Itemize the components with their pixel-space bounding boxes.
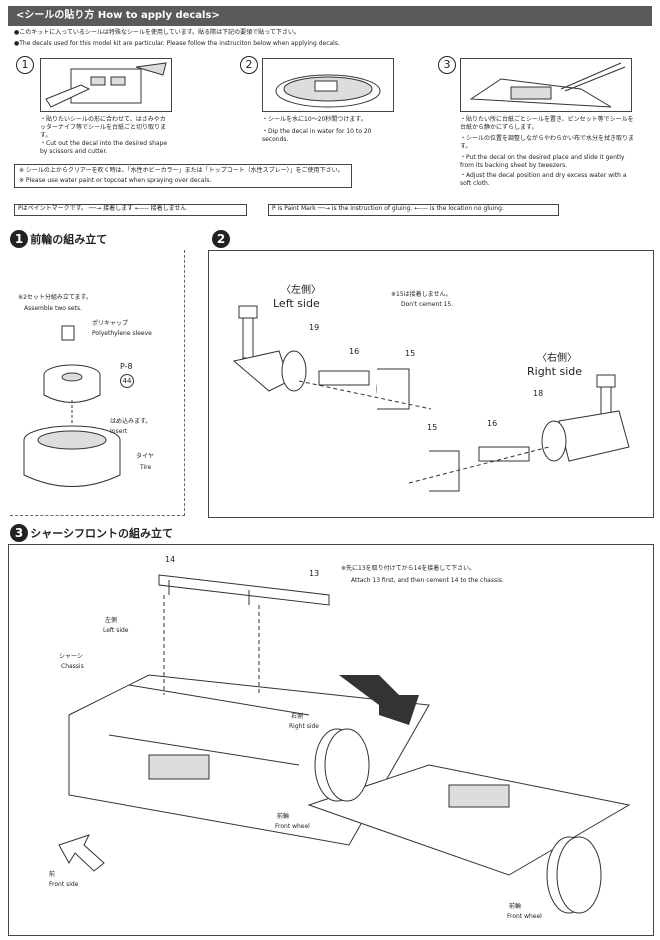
sleeve-en: Polyethylene sleeve: [92, 330, 152, 337]
chassis-front-drawing: [58, 574, 631, 914]
chassis-jp: シャーシ: [59, 653, 83, 660]
decal-step-1-en: ・Cut out the decal into the desired shap…: [40, 140, 168, 155]
intro-en: ●The decals used for this model kit are …: [14, 40, 340, 47]
left-side-en: Left side: [273, 297, 320, 310]
note-en: ※ Please use water paint or topcoat when…: [19, 177, 212, 184]
no-cement-en: Don't cement 15.: [401, 301, 454, 308]
right-side-jp-3: 右側: [291, 713, 304, 720]
right-side-en-3: Right side: [289, 723, 319, 730]
decal-step-3-jp-2: ・シールの位置を調整しながらやわらかい布で水分を拭き取ります。: [460, 135, 635, 150]
step-1-title: 前輪の組み立て: [30, 233, 108, 246]
scissors-cut-illustration: [45, 62, 167, 108]
step-3-heading: 3 シャーシフロントの組み立て: [10, 524, 173, 542]
part-15-label-right: 15: [427, 423, 438, 432]
step-2-number: 2: [212, 230, 230, 248]
part-16-label-right: 16: [487, 419, 498, 428]
part-15-label-left: 15: [405, 349, 416, 358]
front-side-jp: 前: [49, 871, 56, 878]
decal-step-3-jp: ・貼りたい所に台紙ごとシールを置き、ピンセット等でシールを台紙から静かにずらしま…: [460, 116, 634, 131]
tire-jp: タイヤ: [136, 453, 154, 460]
knuckle-axle-drawing: [232, 305, 630, 492]
step-2-panel: 〈左側〉 Left side 〈右側〉 Right side ※15は接着しませ…: [208, 250, 654, 518]
front-wheel-jp-left: 前輪: [277, 813, 290, 820]
part-19-label: 19: [309, 323, 320, 332]
assemble-en: Assemble two sets.: [24, 305, 83, 312]
paint-mark-p8: P-8: [120, 362, 133, 371]
step-1-heading: 1 前輪の組み立て: [10, 230, 107, 248]
right-side-en: Right side: [527, 365, 582, 378]
decal-step-2-jp: ・シールを水に10～20秒間つけます。: [262, 116, 367, 123]
decal-step-3-en: ・Put the decal on the desired place and …: [460, 154, 625, 169]
step-2-heading: 2: [212, 230, 230, 248]
front-wheel-jp-right: 前輪: [509, 903, 522, 910]
decal-step-2-en: ・Dip the decal in water for 10 to 20 sec…: [262, 128, 372, 143]
insert-en: Insert: [110, 428, 128, 435]
left-side-jp-3: 左側: [105, 617, 118, 624]
sleeve-jp: ポリキャップ: [92, 320, 129, 327]
left-side-en-3: Left side: [103, 627, 129, 634]
chassis-en: Chassis: [61, 663, 84, 670]
step-1-number: 1: [10, 230, 28, 248]
tweezers-apply-illustration: [469, 62, 626, 108]
tire-en: Tire: [140, 464, 152, 471]
right-side-jp: 〈右側〉: [537, 353, 577, 364]
step-3-title: シャーシフロントの組み立て: [30, 527, 174, 540]
legend-en: P is Paint Mark ──→ is the instruction o…: [268, 204, 559, 216]
step-3-number: 3: [10, 524, 28, 542]
decal-step-3-number: 3: [438, 56, 456, 74]
note-jp: ※ シールの上からクリアーを吹く時は、「水性ホビーカラー」または「トップコート（…: [19, 167, 344, 174]
decal-section-header: <シールの貼り方 How to apply decals>: [8, 6, 652, 26]
front-wheel-en-left: Front wheel: [275, 823, 310, 830]
front-wheel-assembly-drawing: [23, 325, 121, 487]
decal-step-2-illustration: [262, 58, 394, 112]
step-1-panel: ※2セット分組み立てます。 Assemble two sets. ポリキャップ …: [10, 250, 185, 516]
decal-step-3-illustration: [460, 58, 632, 112]
assemble-jp: ※2セット分組み立てます。: [18, 294, 92, 301]
part-16-label-left: 16: [349, 347, 360, 356]
decal-step-1-illustration: [40, 58, 172, 112]
part-13-label: 13: [309, 569, 320, 578]
step-3-panel: 14 13 ※先に13を取り付けてから14を接着して下さい。 Attach 13…: [8, 544, 654, 936]
part-14-label: 14: [165, 555, 176, 564]
clear-coat-note: ※ シールの上からクリアーを吹く時は、「水性ホビーカラー」または「トップコート（…: [14, 164, 352, 188]
front-side-en: Front side: [49, 881, 79, 888]
intro-jp: ●このキットに入っているシールは特殊なシールを使用しています。貼る際は下記の要領…: [14, 29, 300, 36]
decal-step-3-en-2: ・Adjust the decal position and dry exces…: [460, 172, 627, 187]
attach-en: Attach 13 first, and then cement 14 to t…: [351, 577, 504, 584]
water-dish-illustration: [275, 74, 381, 108]
insert-jp: はめ込みます。: [110, 418, 152, 425]
front-wheel-en-right: Front wheel: [507, 913, 542, 920]
decal-step-2-number: 2: [240, 56, 258, 74]
decal-step-1-jp: ・貼りたいシールの形に合わせて、はさみやカッターナイフ等でシールを台紙ごと切り取…: [40, 116, 167, 139]
attach-jp: ※先に13を取り付けてから14を接着して下さい。: [341, 565, 476, 572]
no-cement-jp: ※15は接着しません。: [391, 291, 452, 298]
part-18-label: 18: [533, 389, 544, 398]
left-side-jp: 〈左側〉: [281, 285, 321, 296]
legend-jp: Pはペイントマークです。 ──→ 接着します ←---- 接着しません: [14, 204, 247, 216]
part-44-label: 44: [120, 374, 134, 388]
decal-step-1-number: 1: [16, 56, 34, 74]
